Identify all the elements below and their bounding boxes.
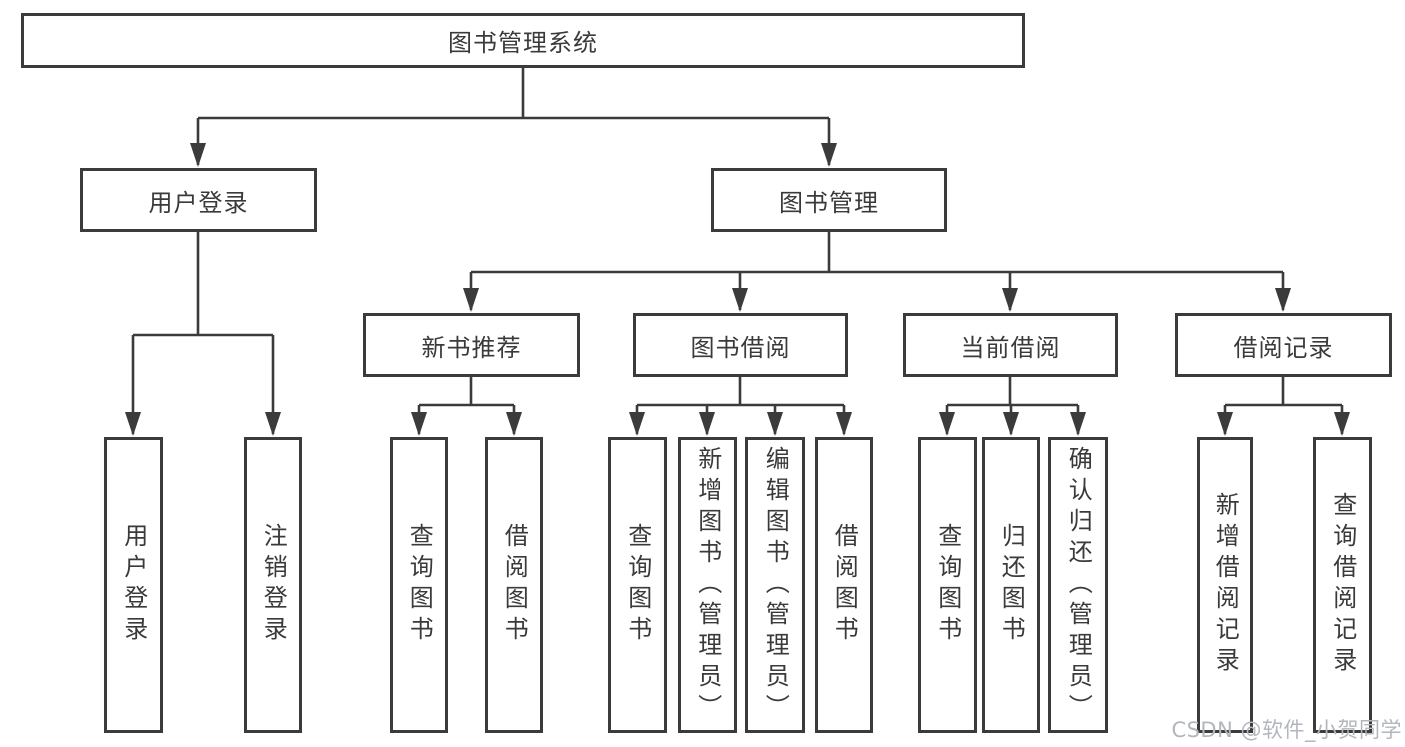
csdn-watermark: CSDN @软件_小贺同学 [1171, 718, 1402, 742]
leaf-logout: 注销登录 [244, 437, 302, 733]
edges-borrow-records [1217, 377, 1350, 436]
leaf-confirm-return-admin: 确认归还（管理员） [1048, 437, 1108, 733]
leaf-label: 注销登录 [259, 523, 288, 647]
leaf-label: 借阅图书 [830, 523, 859, 647]
leaf-label: 查询图书 [405, 523, 434, 647]
node-label: 用户登录 [148, 188, 249, 217]
node-label: 当前借阅 [960, 333, 1061, 362]
leaf-query-borrow-record: 查询借阅记录 [1313, 437, 1372, 733]
edges-new-book [411, 377, 522, 436]
leaf-label: 新增借阅记录 [1211, 492, 1240, 678]
node-new-book-recommend: 新书推荐 [363, 313, 580, 377]
node-borrow-records: 借阅记录 [1175, 313, 1392, 377]
leaf-add-book-admin: 新增图书（管理员） [678, 437, 737, 733]
leaf-label: 查询借阅记录 [1328, 492, 1357, 678]
node-current-borrowing: 当前借阅 [903, 313, 1118, 377]
node-book-management: 图书管理 [711, 168, 947, 232]
edges-current-borrow [939, 377, 1086, 436]
leaf-add-borrow-record: 新增借阅记录 [1197, 437, 1253, 733]
leaf-label: 确认归还（管理员） [1064, 445, 1093, 725]
leaf-label: 查询图书 [933, 523, 962, 647]
node-label: 图书管理系统 [448, 29, 598, 57]
node-label: 图书借阅 [690, 333, 791, 362]
leaf-query-book: 查询图书 [918, 437, 977, 733]
node-label: 新书推荐 [421, 333, 522, 362]
leaf-label: 借阅图书 [500, 523, 529, 647]
leaf-label: 查询图书 [623, 523, 652, 647]
leaf-edit-book-admin: 编辑图书（管理员） [745, 437, 805, 733]
leaf-query-book: 查询图书 [608, 437, 667, 733]
leaf-query-book: 查询图书 [390, 437, 448, 733]
node-system-root: 图书管理系统 [21, 13, 1025, 68]
leaf-user-login: 用户登录 [104, 437, 163, 733]
edges-user-login [125, 232, 281, 436]
leaf-label: 归还图书 [997, 523, 1026, 647]
leaf-label: 编辑图书（管理员） [761, 445, 790, 725]
leaf-borrow-book: 借阅图书 [485, 437, 543, 733]
node-label: 图书管理 [779, 188, 879, 217]
edges-book-mgmt [463, 232, 1291, 312]
node-user-login: 用户登录 [80, 168, 317, 232]
edges-root [190, 68, 837, 167]
leaf-return-book: 归还图书 [982, 437, 1040, 733]
leaf-label: 新增图书（管理员） [693, 445, 722, 725]
node-label: 借阅记录 [1233, 333, 1334, 362]
edges-book-borrow [629, 377, 852, 436]
leaf-borrow-book: 借阅图书 [815, 437, 873, 733]
node-book-borrowing: 图书借阅 [633, 313, 848, 377]
leaf-label: 用户登录 [119, 523, 148, 647]
